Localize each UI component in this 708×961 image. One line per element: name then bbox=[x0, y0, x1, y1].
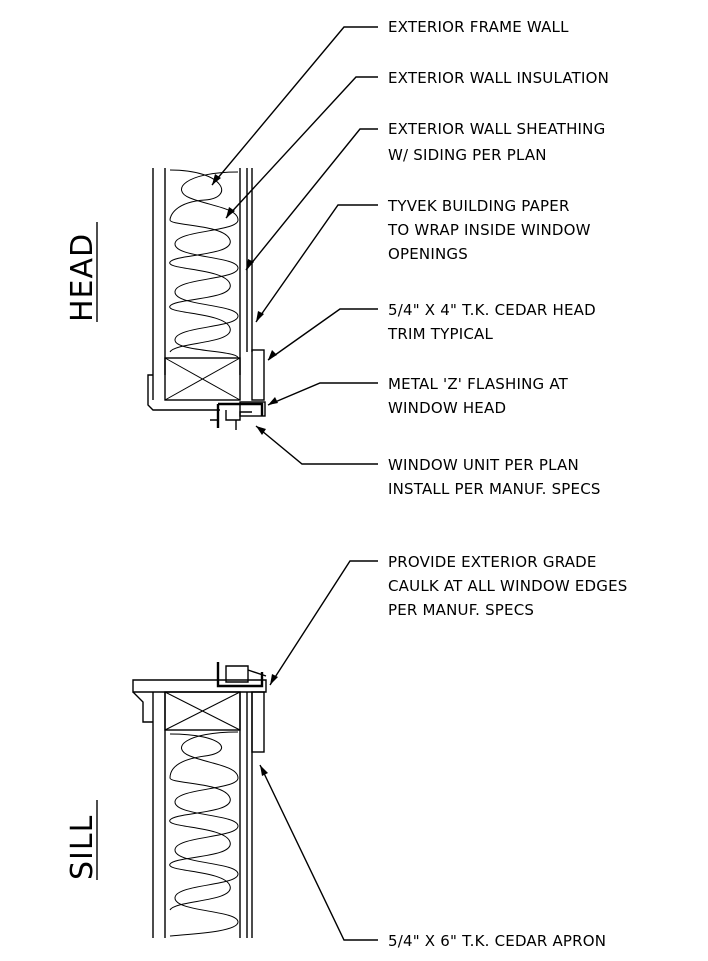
note-exterior-frame-wall: EXTERIOR FRAME WALL bbox=[388, 18, 569, 36]
head-section-title: HEAD bbox=[65, 222, 100, 322]
note-metal-z-flashing: METAL 'Z' FLASHING AT WINDOW HEAD bbox=[388, 375, 573, 417]
sill-notes: PROVIDE EXTERIOR GRADE CAULK AT ALL WIND… bbox=[388, 553, 633, 950]
note-cedar-apron: 5/4" X 6" T.K. CEDAR APRON bbox=[388, 932, 606, 950]
sill-leaders bbox=[259, 560, 378, 941]
head-notes: EXTERIOR FRAME WALL EXTERIOR WALL INSULA… bbox=[387, 18, 610, 498]
head-wall-section bbox=[147, 168, 266, 430]
svg-text:SILL: SILL bbox=[65, 815, 100, 880]
note-exterior-wall-sheathing: EXTERIOR WALL SHEATHING W/ SIDING PER PL… bbox=[388, 120, 610, 164]
head-insulation-batt bbox=[169, 169, 231, 353]
svg-text:HEAD: HEAD bbox=[65, 233, 100, 322]
note-window-unit: WINDOW UNIT PER PLAN INSTALL PER MANUF. … bbox=[388, 456, 601, 498]
sill-section-title: SILL bbox=[65, 800, 100, 880]
note-cedar-head-trim: 5/4" X 4" T.K. CEDAR HEAD TRIM TYPICAL bbox=[387, 301, 601, 343]
note-exterior-grade-caulk: PROVIDE EXTERIOR GRADE CAULK AT ALL WIND… bbox=[388, 553, 633, 619]
note-tyvek-building-paper: TYVEK BUILDING PAPER TO WRAP INSIDE WIND… bbox=[387, 197, 596, 263]
note-exterior-wall-insulation: EXTERIOR WALL INSULATION bbox=[388, 69, 609, 87]
sill-wall-section bbox=[132, 662, 267, 938]
sill-insulation-batt bbox=[169, 731, 239, 937]
head-leaders bbox=[211, 26, 378, 465]
